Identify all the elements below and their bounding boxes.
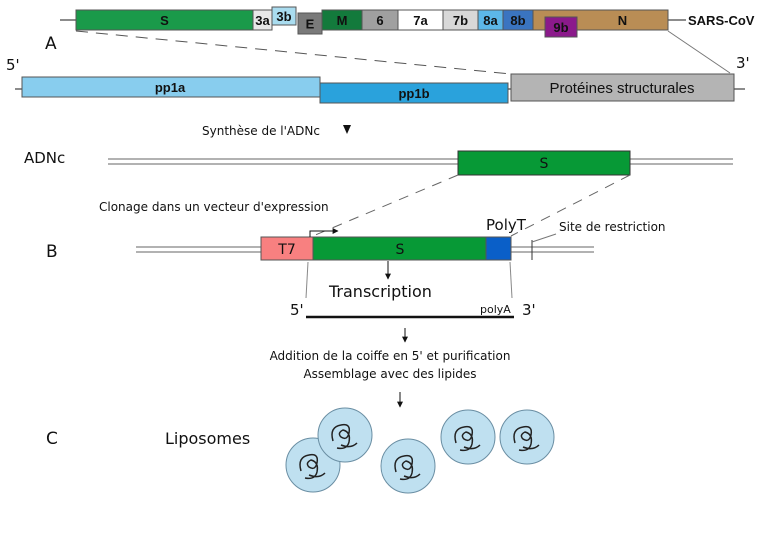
five-prime-label: 5' [6, 56, 20, 74]
three-prime-label: 3' [736, 54, 750, 72]
lipid-vesicle [499, 409, 555, 465]
structural-proteins-block [510, 73, 735, 102]
liposomes-group [285, 407, 555, 494]
gene-8a: 8a [477, 9, 504, 31]
gene-label: 8b [510, 13, 525, 28]
mrna-icon [454, 425, 481, 452]
arrow-down-icon [343, 125, 351, 134]
polyt-block [485, 236, 512, 261]
liposome [499, 409, 555, 465]
cdna-s-gene [457, 150, 631, 176]
gene-label: 3b [276, 9, 291, 24]
lipid-vesicle [440, 409, 496, 465]
gene-3b: 3b [271, 6, 297, 26]
gene-label: 9b [553, 20, 568, 35]
zoom-line [667, 30, 731, 74]
gene-3a: 3a [252, 9, 273, 31]
gene-label: M [337, 13, 348, 28]
gene-label: 7b [453, 13, 468, 28]
cloning-text: Clonage dans un vecteur d'expression [99, 200, 329, 214]
liposome [380, 438, 436, 494]
lipid-vesicle [317, 407, 373, 463]
section-a-label: A [45, 34, 57, 54]
cdna-synthesis-text: Synthèse de l'ADNc [202, 124, 320, 138]
gene-block [544, 16, 578, 38]
mrna-icon [394, 454, 421, 481]
section-b-label: B [46, 242, 58, 262]
gene-E: E [297, 12, 323, 35]
zoom-line [75, 30, 512, 75]
gene-label: 6 [376, 13, 383, 28]
liposomes-label: Liposomes [165, 429, 250, 448]
section-c-label: C [46, 429, 58, 449]
vector-s-label: S [396, 242, 405, 258]
transcription-label: Transcription [328, 282, 432, 301]
structural-proteins-label: Protéines structurales [549, 80, 694, 97]
gene-label: 7a [413, 13, 428, 28]
mrna-icon [513, 425, 540, 452]
polya-label: polyA [480, 303, 511, 316]
genome-name: SARS-CoV [688, 13, 755, 28]
cdna-label: ADNc [24, 149, 65, 167]
t7-label: T7 [277, 242, 295, 258]
gene-label: N [618, 13, 627, 28]
gene-label: S [160, 13, 169, 28]
pp1b-block [319, 82, 509, 104]
gene-9b: 9b [544, 16, 578, 38]
gene-7b: 7b [442, 9, 479, 31]
gene-label: 8a [483, 13, 498, 28]
gene-M: M [321, 9, 363, 31]
rna-five-prime-label: 5' [290, 301, 304, 319]
capping-text: Addition de la coiffe en 5' et purificat… [270, 349, 511, 363]
lipid-vesicle [380, 438, 436, 494]
mrna-icon [299, 453, 326, 480]
assembly-text: Assemblage avec des lipides [303, 367, 476, 381]
cdna-s-label: S [540, 156, 549, 172]
pp1b-label: pp1b [398, 86, 429, 101]
gene-6: 6 [361, 9, 399, 31]
transcription-start-arrow-icon [309, 228, 339, 237]
mrna-icon [331, 423, 358, 450]
pp1a-label: pp1a [155, 80, 186, 95]
liposome [317, 407, 373, 463]
gene-S: S [75, 9, 254, 31]
polyprotein-map: 5' 3' pp1a pp1b Protéines structurales [6, 54, 750, 104]
gene-block [271, 6, 297, 26]
gene-7a: 7a [397, 9, 444, 31]
liposome [440, 409, 496, 465]
polyt-label: PolyT [486, 216, 527, 234]
gene-8b: 8b [502, 9, 534, 31]
gene-label: 3a [255, 13, 270, 28]
rna-three-prime-label: 3' [522, 301, 536, 319]
gene-label: E [306, 17, 315, 32]
restriction-site-label: Site de restriction [559, 220, 666, 234]
